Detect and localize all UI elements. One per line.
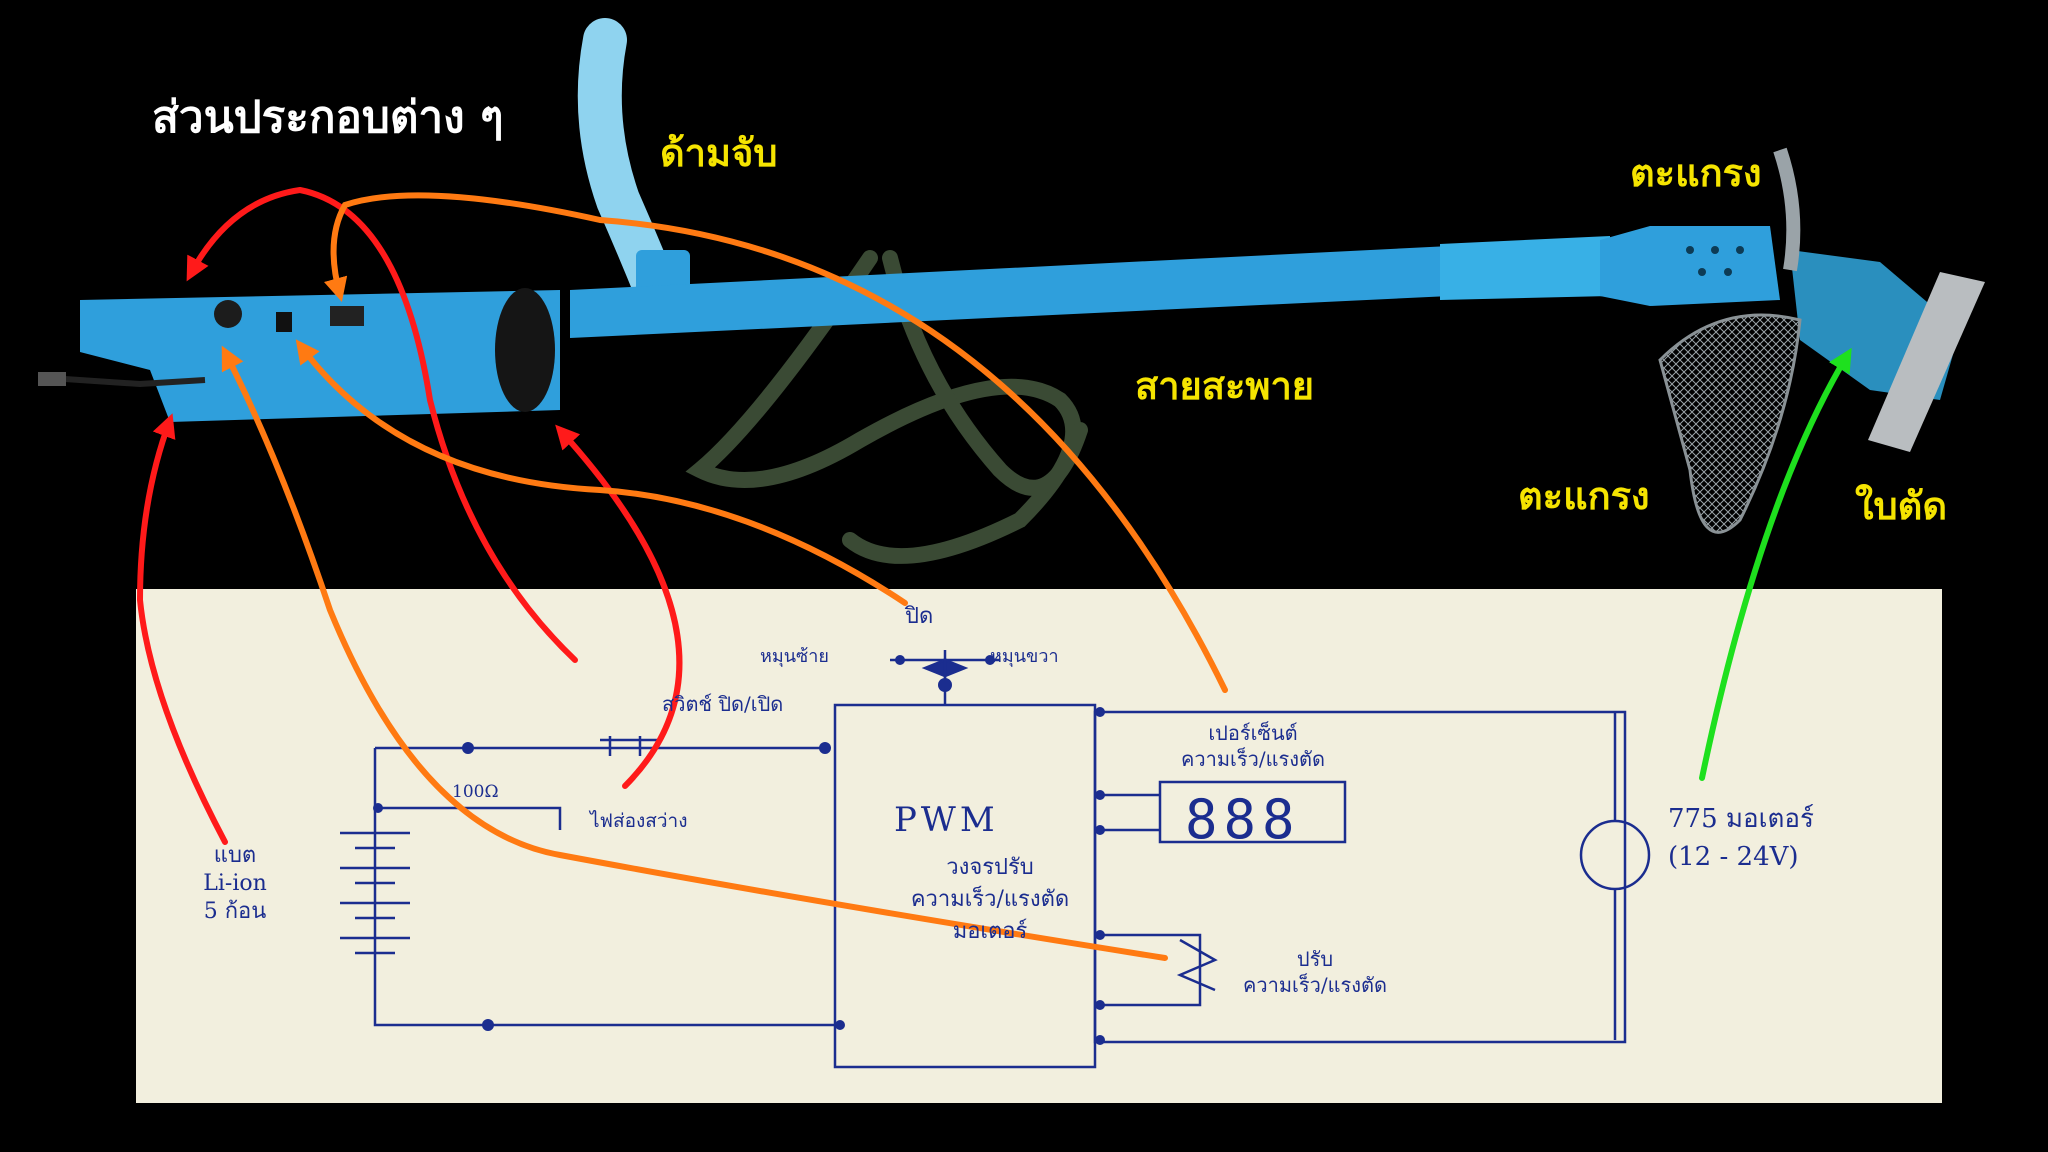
arrow-direction-switch (295, 339, 908, 606)
direction-switch (276, 312, 292, 332)
schematic-direction-label: ปิด (905, 604, 934, 629)
mesh-guard (1658, 147, 1802, 534)
motor-line: (12 - 24V) (1668, 842, 1799, 872)
battery-negative-wire (373, 748, 840, 1027)
power-switch-knob (214, 300, 242, 328)
label-guard-bottom: ตะแกรง (1518, 474, 1650, 518)
arrow-led (555, 424, 683, 789)
led-wire (378, 806, 562, 830)
pwm-line: มอเตอร์ (952, 919, 1028, 944)
label-guard-top: ตะแกรง (1630, 151, 1762, 195)
label-strap: สายสะพาย (1135, 364, 1315, 408)
label-blade: ใบตัด (1855, 484, 1948, 528)
schematic-led-label: ไฟส่องสว่าง (590, 810, 688, 832)
pot-wire (1100, 933, 1202, 1007)
schematic-power-switch-label: สวิตช์ ปิด/เปิด (662, 692, 784, 716)
schematic-meter-label: เปอร์เซ็นต์ ความเร็ว/แรงตัด (1138, 720, 1368, 772)
pot-line: ความเร็ว/แรงตัด (1243, 973, 1387, 997)
led-meter (330, 306, 364, 326)
pot-symbol (1176, 938, 1218, 992)
direction-switch-symbol (890, 650, 1000, 705)
motor-line: 775 มอเตอร์ (1668, 804, 1814, 834)
battery-label-line: Li-ion (203, 871, 267, 896)
arrow-battery (136, 413, 228, 845)
meter-line: เปอร์เซ็นต์ (1208, 721, 1298, 745)
meter-line: ความเร็ว/แรงตัด (1181, 747, 1325, 771)
pwm-line: ความเร็ว/แรงตัด (910, 887, 1070, 912)
arrow-power-switch (186, 186, 578, 663)
schematic-pwm-label: PWM (894, 800, 999, 840)
pwm-line: วงจรปรับ (946, 855, 1034, 880)
control-box (38, 288, 560, 422)
page-title: ส่วนประกอบต่าง ๆ (152, 92, 504, 143)
battery-label-line: 5 ก้อน (203, 899, 267, 924)
power-switch-symbol (600, 736, 660, 756)
schematic-direction-left: หมุนซ้าย (760, 646, 829, 667)
schematic-battery-label: แบต Li-ion 5 ก้อน (190, 842, 280, 926)
motor-circuit-box (1093, 710, 1627, 1044)
schematic-pwm-description: วงจรปรับ ความเร็ว/แรงตัด มอเตอร์ (860, 852, 1120, 948)
main-tube (570, 226, 1780, 338)
schematic-pot-label: ปรับ ความเร็ว/แรงตัด (1200, 946, 1430, 998)
arrow-motor (1699, 347, 1852, 781)
label-handle: ด้ามจับ (660, 131, 778, 175)
pot-line: ปรับ (1296, 947, 1334, 971)
battery-label-line: แบต (213, 843, 257, 868)
schematic-direction-right: หมุนขวา (990, 646, 1059, 667)
schematic-fuse-label: 100Ω (452, 782, 499, 802)
arrow-pot (221, 345, 1168, 961)
battery-cells (340, 831, 410, 955)
schematic-motor-label: 775 มอเตอร์ (12 - 24V) (1668, 800, 1814, 876)
arrow-meter (324, 192, 1228, 693)
schematic-display-digits: 888 (1185, 788, 1301, 851)
display-box (1158, 780, 1347, 844)
motor-symbol (1579, 819, 1651, 891)
schematic-paper (136, 589, 1942, 1103)
